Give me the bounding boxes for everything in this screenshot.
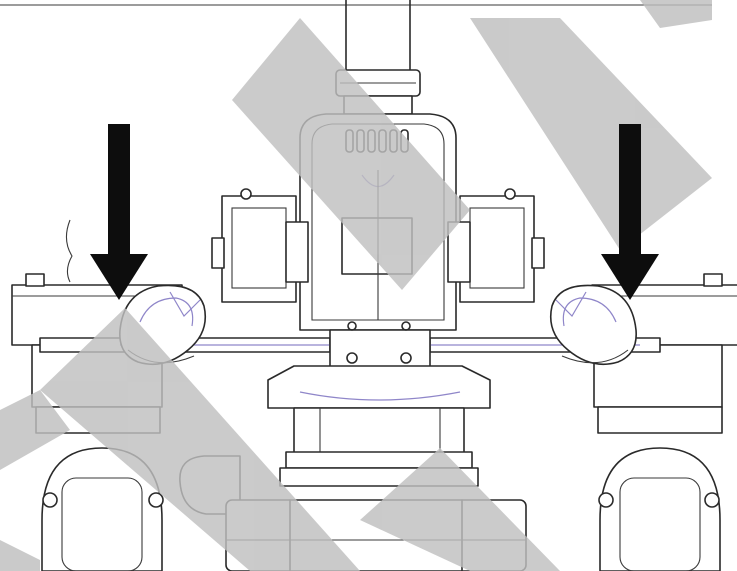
top-rods	[345, 0, 411, 79]
watermark	[0, 0, 712, 571]
watermark-stroke-6	[0, 390, 70, 470]
watermark-stroke-7	[0, 540, 40, 571]
watermark-stroke-2	[470, 18, 712, 250]
right-down-arrow	[601, 124, 659, 300]
watermark-stroke-4	[40, 308, 360, 571]
left-down-arrow	[90, 124, 148, 300]
left-clamp-block	[211, 188, 309, 303]
right-clamp-block	[447, 188, 545, 303]
watermark-stroke-5	[360, 448, 560, 571]
watermark-stroke-3	[640, 0, 712, 28]
right-hook	[549, 284, 637, 366]
watermark-stroke-1	[232, 18, 470, 290]
left-caster-wheel	[41, 447, 164, 571]
right-caster-wheel	[598, 447, 721, 571]
